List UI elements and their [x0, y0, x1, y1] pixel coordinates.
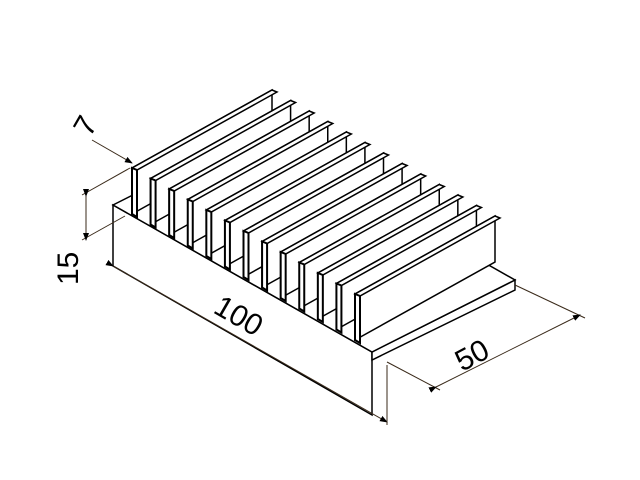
fin-front-edge — [186, 198, 194, 251]
dimension-label-15: 15 — [52, 252, 85, 285]
fin-front-edge — [279, 250, 287, 303]
fin-front-edge — [149, 177, 157, 230]
fin-front-edge — [168, 187, 176, 240]
fin-front-edge — [242, 229, 250, 282]
fin-front-edge — [223, 219, 231, 272]
fin-front-edge — [205, 208, 213, 261]
fin-front-edge — [131, 166, 138, 219]
fin-front-edge — [316, 271, 324, 324]
fin-front-edge — [335, 282, 343, 335]
dimension-fin-thickness: 7 — [67, 111, 133, 164]
dimension-label-50: 50 — [450, 333, 495, 378]
dimension-height: 15 — [52, 167, 131, 285]
fin-front-edge — [261, 240, 269, 293]
fin-front-edge — [354, 292, 361, 345]
dimension-label-7: 7 — [67, 111, 104, 142]
fin-front-edge — [298, 261, 306, 314]
